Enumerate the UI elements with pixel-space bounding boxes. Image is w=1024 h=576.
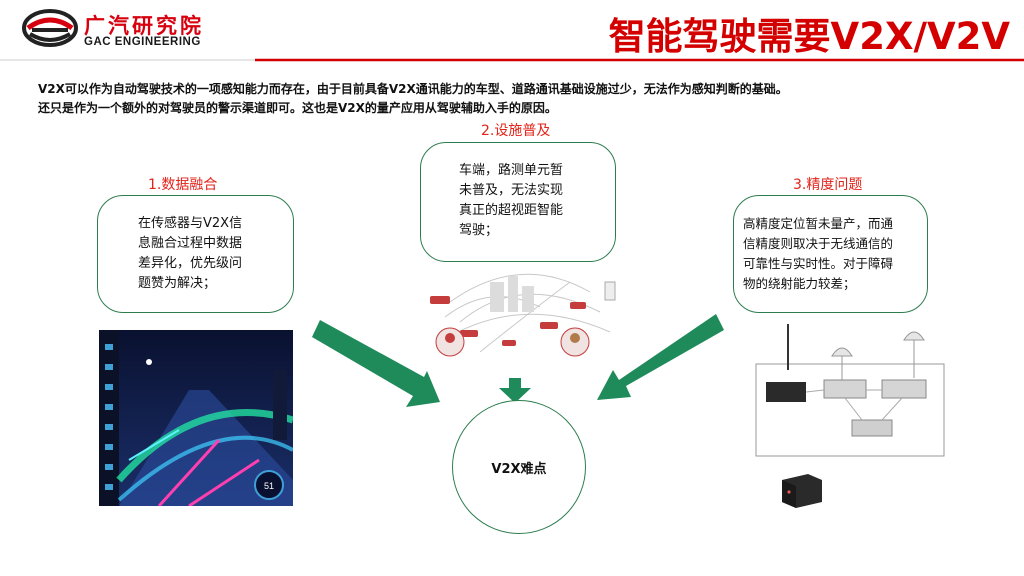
intro-line-2: 还只是作为一个额外的对驾驶员的警示渠道即可。这也是V2X的量产应用从驾驶辅助入手…: [38, 101, 557, 115]
bubble-accuracy: 高精度定位暂未量产，而通 信精度则取决于无线通信的 可靠性与实时性。对于障碍 物…: [733, 195, 928, 313]
section-label-data-fusion: 1.数据融合: [148, 177, 218, 193]
ups-image: [778, 470, 828, 510]
bubble-3-line: 物的绕射能力较差；: [743, 276, 856, 291]
bubble-1-line: 在传感器与V2X信: [138, 216, 243, 231]
logo-text-en: GAC ENGINEERING: [84, 36, 201, 48]
gac-logo-icon: [22, 9, 78, 47]
bubble-2-line: 驾驶；: [459, 223, 499, 238]
section-label-accuracy: 3.精度问题: [793, 177, 863, 193]
bubble-3-line: 高精度定位暂未量产，而通: [743, 216, 894, 231]
bubble-2-line: 车端，路测单元暂: [459, 163, 564, 178]
bubble-1-line: 题赞为解决；: [138, 276, 217, 291]
bubble-infrastructure: 车端，路测单元暂 未普及，无法实现 真正的超视距智能 驾驶；: [420, 142, 616, 262]
header-divider: [0, 58, 1024, 62]
header: 广汽研究院 GAC ENGINEERING 智能驾驶需要V2X/V2V: [0, 0, 1024, 64]
bubble-data-fusion: 在传感器与V2X信 息融合过程中数据 差异化，优先级问 题赞为解决；: [97, 195, 294, 313]
page-title: 智能驾驶需要V2X/V2V: [608, 15, 1010, 58]
svg-text:51: 51: [264, 481, 274, 491]
arrow-left: [312, 320, 440, 407]
bubble-3-line: 信精度则取决于无线通信的: [743, 236, 894, 251]
bubble-1-line: 差异化，优先级问: [138, 256, 243, 271]
gps-hardware-image: [752, 320, 948, 458]
section-label-infrastructure: 2.设施普及: [481, 123, 551, 139]
intro-line-1: V2X可以作为自动驾驶技术的一项感知能力而存在，由于目前具备V2X通讯能力的车型…: [38, 82, 788, 96]
connected-vehicles-image: [420, 262, 620, 374]
v2x-dashboard-image: 51: [99, 330, 295, 508]
arrow-center: [499, 378, 531, 403]
gac-logo: 广汽研究院 GAC ENGINEERING: [22, 8, 252, 52]
bubble-3-line: 可靠性与实时性。对于障碍: [743, 256, 894, 271]
logo-text-cn: 广汽研究院: [84, 14, 204, 38]
intro-paragraph: V2X可以作为自动驾驶技术的一项感知能力而存在，由于目前具备V2X通讯能力的车型…: [38, 80, 998, 118]
bubble-2-line: 未普及，无法实现: [459, 183, 564, 198]
arrow-right: [597, 314, 724, 400]
center-circle: V2X难点: [452, 400, 586, 534]
bubble-1-line: 息融合过程中数据: [138, 236, 243, 251]
bubble-2-line: 真正的超视距智能: [459, 203, 564, 218]
center-label: V2X难点: [491, 461, 547, 477]
